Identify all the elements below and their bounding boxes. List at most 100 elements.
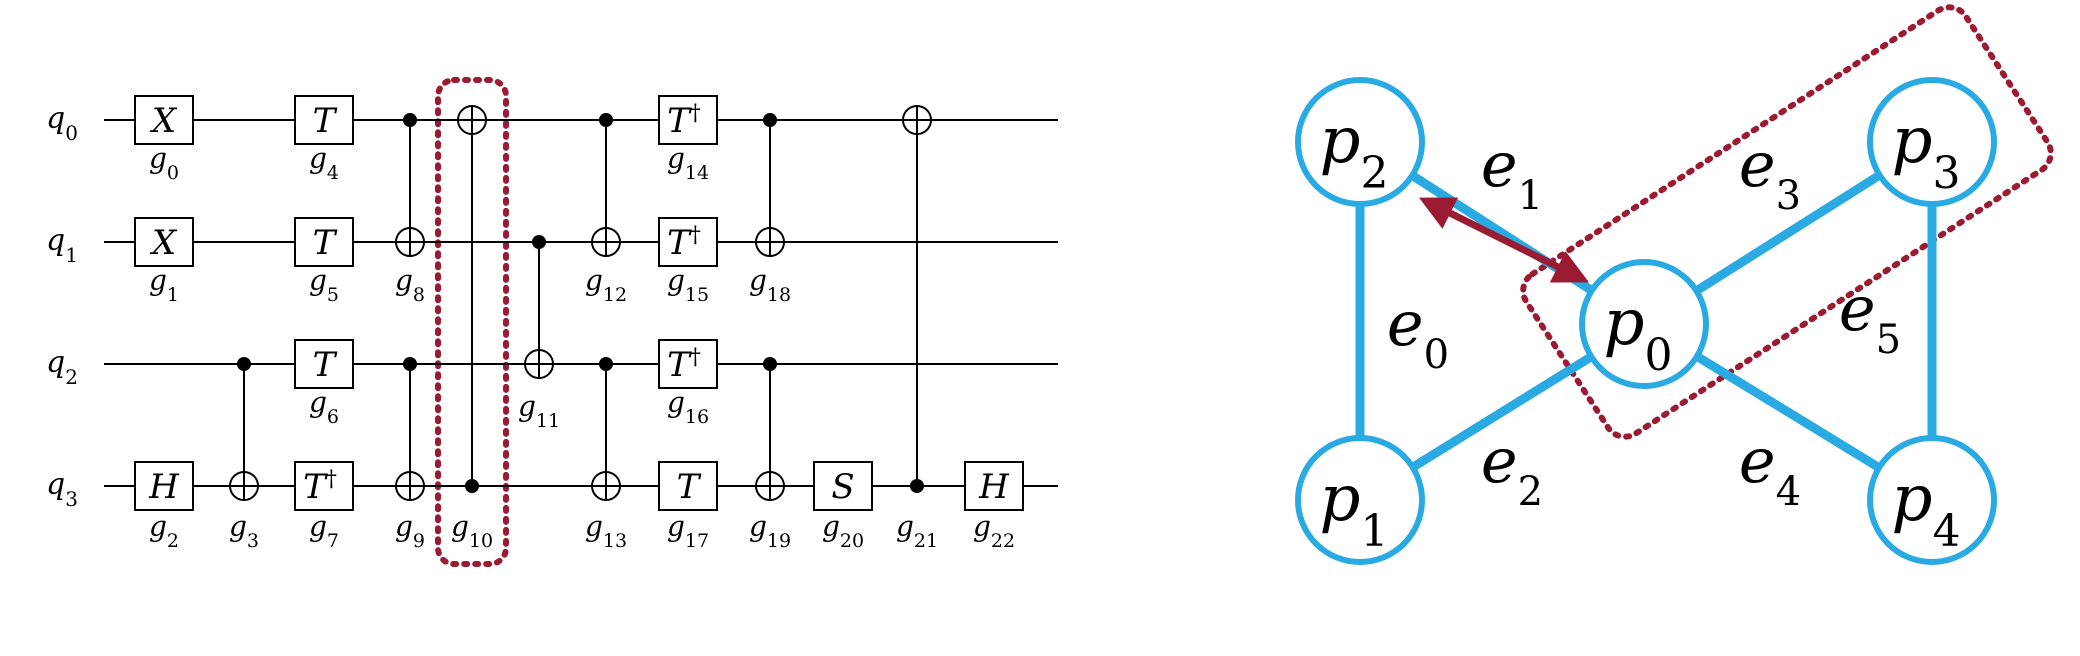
gate-symbol: T† — [303, 467, 337, 508]
edge-label-e5: e5 — [1839, 272, 1901, 363]
gate-box — [134, 95, 194, 145]
gate-symbol: T† — [667, 101, 701, 142]
swap-arrow-icon — [1418, 197, 1590, 283]
gate-box — [294, 95, 354, 145]
gate-symbol: H — [148, 467, 180, 507]
control-dot-icon — [465, 479, 479, 493]
gate-g1: Xg1 — [134, 217, 194, 306]
gate-g18: g18 — [749, 113, 791, 306]
control-dot-icon — [532, 235, 546, 249]
gate-box — [294, 461, 354, 511]
control-dot-icon — [237, 357, 251, 371]
gate-label: g15 — [667, 264, 709, 306]
edge-e4 — [1692, 351, 1884, 473]
qubit-label-q3: q3 — [46, 467, 78, 511]
gate-box — [134, 461, 194, 511]
control-dot-icon — [763, 357, 777, 371]
gate-symbol: T† — [667, 223, 701, 264]
edge-label-e1: e1 — [1481, 128, 1543, 219]
edge-e2 — [1408, 352, 1596, 472]
gate-g14: T†g14 — [658, 95, 718, 184]
gate-label: g2 — [149, 510, 179, 552]
node-p4: p4 — [1867, 435, 1997, 565]
gate-box — [658, 95, 718, 145]
gate-symbol: S — [831, 467, 854, 507]
gate-label: g5 — [309, 264, 339, 306]
gate-symbol: T — [313, 101, 338, 141]
gate-box — [134, 217, 194, 267]
gate-label: g16 — [667, 386, 709, 428]
gate-g15: T†g15 — [658, 217, 718, 306]
node-label: p3 — [1892, 104, 1961, 199]
gate-g3: g3 — [229, 357, 259, 552]
node-p1: p1 — [1295, 435, 1425, 565]
gate-symbol: T — [313, 345, 338, 385]
gate-box — [658, 339, 718, 389]
gate-label: g11 — [518, 390, 560, 432]
gate-label: g13 — [585, 510, 627, 552]
gate-g9: g9 — [395, 357, 425, 552]
gate-g10: g10 — [451, 105, 493, 552]
gate-label: g3 — [229, 510, 259, 552]
gate-label: g19 — [749, 510, 791, 552]
control-dot-icon — [599, 113, 613, 127]
gate-g0: Xg0 — [134, 95, 194, 184]
gate-label: g6 — [309, 386, 339, 428]
gate-box — [813, 461, 873, 511]
edge-label-e3: e3 — [1739, 128, 1801, 219]
gate-box — [658, 217, 718, 267]
control-dot-icon — [403, 357, 417, 371]
gate-g2: Hg2 — [134, 461, 194, 552]
gate-label: g21 — [896, 510, 938, 552]
gate-label: g9 — [395, 510, 425, 552]
node-label: p1 — [1320, 462, 1389, 557]
gate-label: g17 — [667, 510, 709, 552]
gate-symbol: X — [149, 101, 178, 141]
qubit-label-q0: q0 — [46, 101, 78, 145]
node-circle — [1867, 77, 1997, 207]
gate-box — [964, 461, 1024, 511]
highlight-nodes-box — [1520, 4, 2054, 440]
gate-box — [294, 339, 354, 389]
gate-label: g14 — [667, 142, 709, 184]
node-label: p0 — [1604, 286, 1673, 381]
gate-g4: Tg4 — [294, 95, 354, 184]
edge-e3 — [1691, 170, 1885, 296]
control-dot-icon — [599, 357, 613, 371]
node-p3: p3 — [1867, 77, 1997, 207]
edge-label-e4: e4 — [1739, 424, 1801, 515]
node-circle — [1295, 77, 1425, 207]
gate-symbol: T — [677, 467, 702, 507]
gate-symbol: X — [149, 223, 178, 263]
gate-g16: T†g16 — [658, 339, 718, 428]
gate-label: g8 — [395, 264, 425, 306]
gate-label: g18 — [749, 264, 791, 306]
gate-g6: Tg6 — [294, 339, 354, 428]
node-label: p4 — [1892, 462, 1961, 557]
control-dot-icon — [763, 113, 777, 127]
gate-symbol: T† — [667, 345, 701, 386]
gate-label: g1 — [149, 264, 179, 306]
highlight-gate-box — [435, 77, 509, 567]
gate-g7: T†g7 — [294, 461, 354, 552]
gate-g8: g8 — [395, 113, 425, 306]
gate-box — [294, 217, 354, 267]
edge-label-e2: e2 — [1481, 424, 1543, 515]
gate-symbol: H — [978, 467, 1010, 507]
node-circle — [1867, 435, 1997, 565]
node-p2: p2 — [1295, 77, 1425, 207]
node-circle — [1579, 259, 1709, 389]
gate-g21: g21 — [896, 105, 938, 552]
node-p0: p0 — [1579, 259, 1709, 389]
gate-symbol: T — [313, 223, 338, 263]
gate-label: g10 — [451, 510, 493, 552]
gate-g12: g12 — [585, 113, 627, 306]
qubit-label-q2: q2 — [46, 345, 78, 389]
gate-label: g20 — [822, 510, 864, 552]
gate-g5: Tg5 — [294, 217, 354, 306]
edge-label-e0: e0 — [1387, 287, 1449, 378]
